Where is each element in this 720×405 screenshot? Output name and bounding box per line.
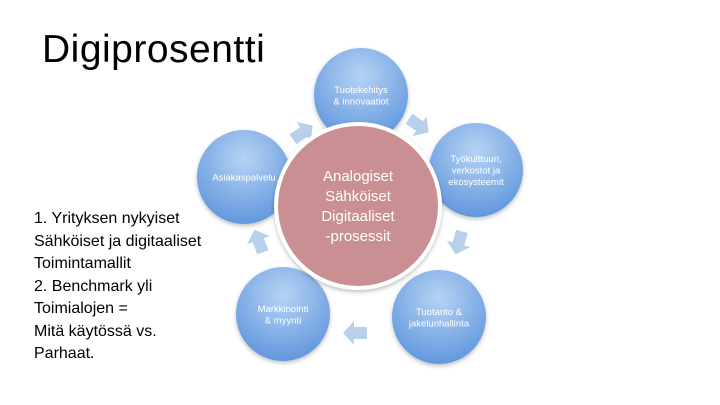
cycle-arrow — [289, 122, 313, 145]
process-node-label: & innovaatiot — [334, 96, 389, 107]
slide-title: Digiprosentti — [42, 28, 266, 71]
process-node-label: & myynti — [265, 315, 301, 326]
process-node-circle — [429, 123, 523, 217]
body-line: Toimintamallit — [34, 255, 131, 272]
process-node-label: verkostot ja — [452, 166, 501, 177]
body-line: Toimialojen = — [34, 300, 128, 317]
process-node-label: ekosysteemit — [448, 177, 504, 188]
center-label-line: Analogiset — [323, 168, 394, 185]
cycle-arrow — [405, 113, 429, 136]
body-line: Parhaat. — [34, 345, 95, 362]
center-label-line: Digitaaliset — [321, 208, 395, 225]
process-node-label: Työkulttuuri, — [450, 154, 501, 165]
process-node-circle — [392, 270, 486, 364]
cycle-arrow — [446, 229, 471, 255]
cycle-arrow — [247, 229, 270, 255]
process-node: Asiakaspalvelu — [197, 130, 291, 224]
center-label-line: -prosessit — [325, 228, 391, 245]
body-line: Sähköiset ja digitaaliset — [34, 232, 202, 250]
process-node: Markkinointi& myynti — [236, 267, 330, 361]
process-node-label: Tuotanto & — [416, 307, 463, 318]
body-line: 2. Benchmark yli — [34, 277, 153, 295]
process-node-circle — [236, 267, 330, 361]
body-line: 1. Yrityksen nykyiset — [34, 210, 180, 227]
process-node-circle — [197, 130, 291, 224]
process-node: Tuotanto &jakelunhallinta — [392, 270, 486, 364]
process-node-label: Tuotekehitys — [334, 85, 388, 96]
process-node-circle — [314, 48, 408, 142]
process-node-label: Markkinointi — [258, 304, 309, 315]
body-text: 1. Yrityksen nykyiset Sähköiset ja digit… — [34, 208, 234, 366]
body-line: Mitä käytössä vs. — [34, 322, 157, 340]
center-circle — [274, 122, 442, 290]
process-node-label: jakelunhallinta — [408, 318, 470, 329]
process-node-label: Asiakaspalvelu — [212, 173, 275, 184]
cycle-arrow — [343, 321, 367, 345]
center-label-line: Sähköiset — [325, 188, 392, 205]
process-node: Tuotekehitys& innovaatiot — [314, 48, 408, 142]
